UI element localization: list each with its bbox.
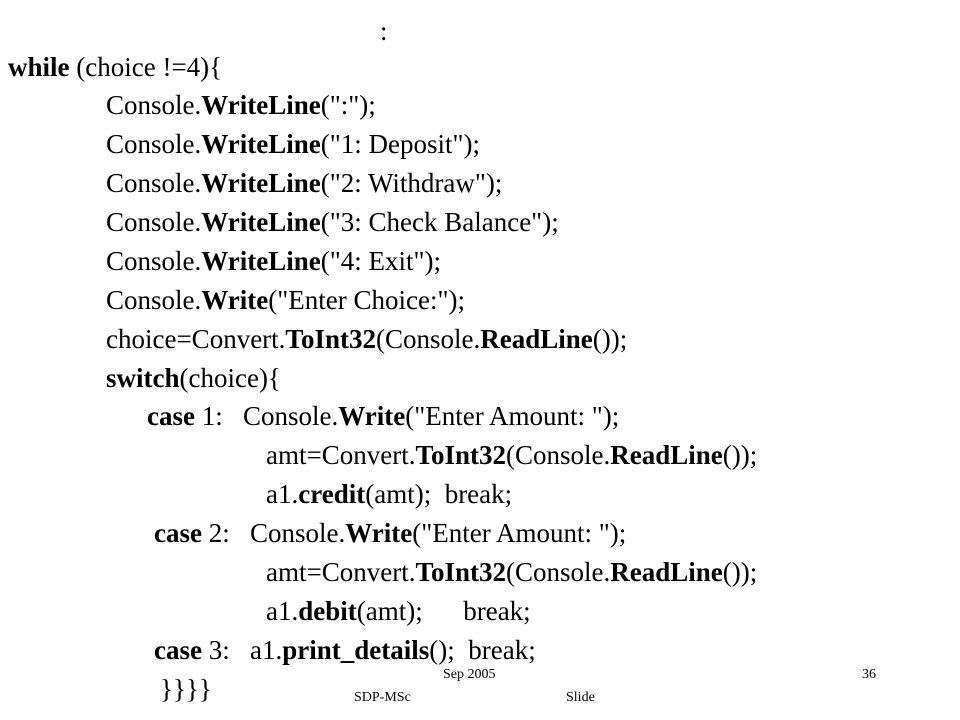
code-line-case-3: case 3: a1.print_details(); break; bbox=[154, 635, 536, 665]
footer-slide-label: Slide bbox=[566, 690, 595, 705]
code-line-closing-braces: }}}} bbox=[160, 674, 212, 704]
code-line-writeline-deposit: Console.WriteLine("1: Deposit"); bbox=[106, 129, 481, 159]
footer-date: Sep 2005 bbox=[443, 667, 496, 682]
code-line-switch: switch(choice){ bbox=[106, 363, 281, 393]
footer-course: SDP-MSc bbox=[354, 690, 411, 705]
code-line-writeline-header: Console.WriteLine(":"); bbox=[106, 90, 376, 120]
code-line-while: while (choice !=4){ bbox=[8, 52, 223, 82]
code-line-case-1-read: amt=Convert.ToInt32(Console.ReadLine()); bbox=[266, 440, 758, 470]
code-line-writeline-balance: Console.WriteLine("3: Check Balance"); bbox=[106, 207, 559, 237]
code-line-case-2: case 2: Console.Write("Enter Amount: "); bbox=[154, 518, 627, 548]
code-line-credit: a1.credit(amt); break; bbox=[266, 479, 513, 509]
code-line-case-2-read: amt=Convert.ToInt32(Console.ReadLine()); bbox=[266, 557, 758, 587]
code-line-write-choice: Console.Write("Enter Choice:"); bbox=[106, 285, 465, 315]
code-line-read-choice: choice=Convert.ToInt32(Console.ReadLine(… bbox=[106, 324, 628, 354]
code-line-debit: a1.debit(amt); break; bbox=[266, 596, 531, 626]
slide-heading: : bbox=[380, 16, 388, 46]
footer-page-number: 36 bbox=[862, 667, 876, 682]
code-line-case-1: case 1: Console.Write("Enter Amount: "); bbox=[147, 401, 620, 431]
code-line-writeline-exit: Console.WriteLine("4: Exit"); bbox=[106, 246, 442, 276]
code-line-writeline-withdraw: Console.WriteLine("2: Withdraw"); bbox=[106, 168, 503, 198]
